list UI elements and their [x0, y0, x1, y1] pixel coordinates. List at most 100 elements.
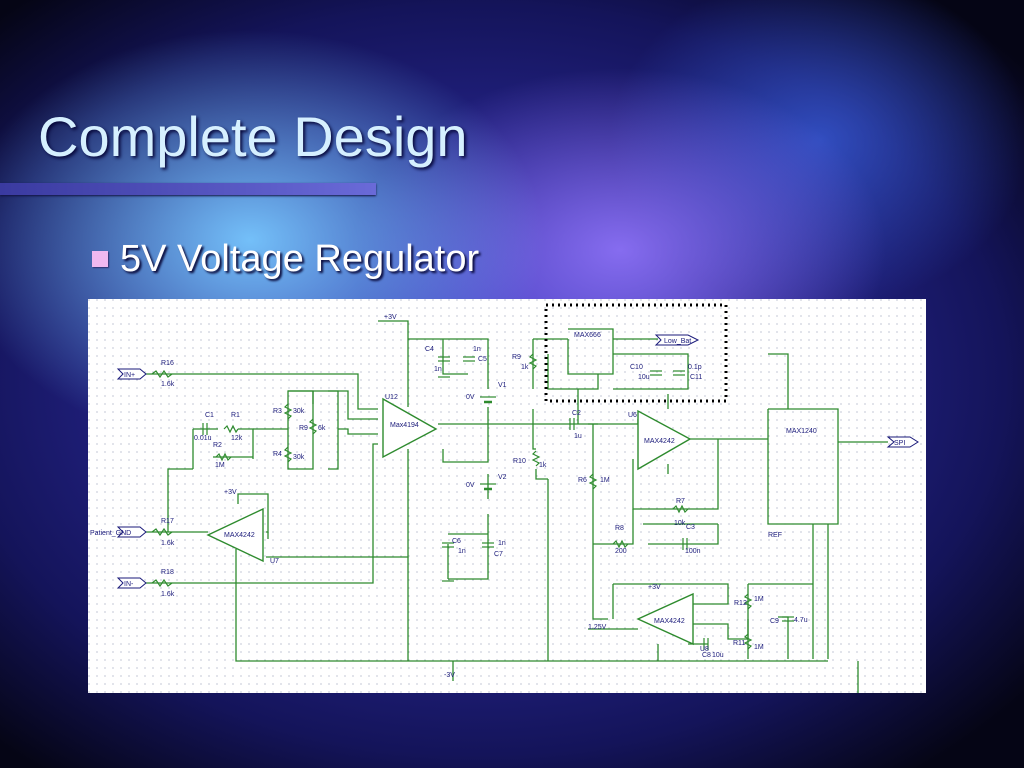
label-r17: R17	[161, 518, 174, 525]
label-r12-val: 1M	[754, 596, 764, 603]
resistor-r8	[612, 539, 629, 549]
capacitor-c2	[569, 418, 575, 430]
label-v2: V2	[498, 474, 507, 481]
label-r9-6k: R9	[299, 425, 308, 432]
port-spi-icon	[886, 436, 919, 448]
port-patient-gnd-icon	[116, 526, 147, 538]
resistor-r10	[531, 450, 541, 467]
label-max4242-u8: MAX4242	[654, 618, 685, 625]
label-c5: C5	[478, 356, 487, 363]
label-r18-val: 1.6k	[161, 591, 175, 598]
label-r7-val: 10k	[674, 520, 686, 527]
label-c11: C11	[690, 374, 702, 381]
capacitor-c11	[673, 370, 685, 376]
label-in-minus: IN-	[124, 581, 134, 588]
label-c1: C1	[205, 412, 214, 419]
circuit-schematic: +3V -3V R16 1.6k R17 1.6k R18 1.6k C1 0.…	[88, 299, 926, 693]
opamp-u7	[206, 507, 264, 563]
label-r10-val: 1k	[539, 462, 547, 469]
label-r17-val: 1.6k	[161, 540, 175, 547]
label-max4242-u6: MAX4242	[644, 438, 675, 445]
resistor-r12	[743, 593, 753, 610]
opamp-u12	[382, 397, 438, 459]
resistor-r9-1k	[528, 353, 538, 370]
label-r4-val: 30k	[293, 454, 305, 461]
label-r18: R18	[161, 569, 174, 576]
label-1-25v: 1.25V	[588, 624, 607, 631]
label-c6-val: 1n	[458, 548, 466, 555]
capacitor-c7	[482, 542, 494, 548]
capacitor-c3	[682, 538, 688, 550]
resistor-r17	[151, 527, 173, 537]
label-c10: C10	[630, 364, 643, 371]
label-u6: U6	[628, 412, 637, 419]
resistor-r1	[223, 424, 239, 434]
label-r1: R1	[231, 412, 240, 419]
label-lowbat: Low_Bat	[664, 338, 691, 345]
capacitor-c5	[463, 356, 475, 362]
label-u8: U8	[700, 646, 709, 653]
label-c3: C3	[686, 524, 695, 531]
capacitor-c1	[202, 423, 208, 435]
capacitor-c4	[438, 356, 450, 362]
label-r10: R10	[513, 458, 526, 465]
label-c4: C4	[425, 346, 434, 353]
port-in-minus-icon	[116, 577, 147, 589]
schematic-svg: +3V -3V R16 1.6k R17 1.6k R18 1.6k C1 0.…	[88, 299, 926, 693]
label-c11-val: 0.1p	[688, 364, 702, 371]
label-r2-val: 1M	[215, 462, 225, 469]
label-plus3v-u8: +3V	[648, 584, 661, 591]
resistor-r2	[215, 452, 232, 462]
port-in-plus-icon	[116, 368, 147, 380]
grid-background	[88, 299, 926, 693]
capacitor-c10	[650, 370, 662, 376]
opamp-u8	[636, 592, 694, 646]
bullet-text: 5V Voltage Regulator	[120, 237, 480, 280]
label-v1-val: 0V	[466, 394, 475, 401]
label-v1: V1	[498, 382, 507, 389]
label-in-plus: IN+	[124, 372, 135, 379]
resistor-r7	[672, 504, 689, 514]
label-c7-val: 1n	[498, 540, 506, 547]
label-c9-val: 4.7u	[794, 617, 808, 624]
label-r3: R3	[273, 408, 282, 415]
capacitor-c6	[442, 542, 454, 548]
slide-title: Complete Design	[38, 105, 468, 168]
label-r3-val: 30k	[293, 408, 305, 415]
label-r4: R4	[273, 451, 282, 458]
label-r16-val: 1.6k	[161, 381, 175, 388]
label-r2: R2	[213, 442, 222, 449]
battery-v2	[480, 483, 496, 491]
label-spi: SPI	[894, 440, 905, 447]
bullet-square-icon	[92, 251, 108, 267]
label-r11: R11	[733, 640, 745, 647]
label-c4-val: 1n	[434, 366, 442, 373]
bullet-item: 5V Voltage Regulator	[92, 234, 479, 284]
label-r8-val: 200	[615, 548, 627, 555]
title-underline	[0, 183, 376, 195]
label-minus3v: -3V	[444, 672, 455, 679]
label-c5-val: 1n	[473, 346, 481, 353]
label-r6: R6	[578, 477, 587, 484]
battery-v1	[480, 396, 496, 404]
label-r9-1k-val: 1k	[521, 364, 529, 371]
label-c10-val: 10u	[638, 374, 650, 381]
label-max666: MAX666	[574, 332, 601, 339]
label-ref: REF	[768, 532, 782, 539]
label-c2-val: 1u	[574, 433, 582, 440]
label-u12: U12	[385, 394, 398, 401]
capacitor-c9	[782, 616, 794, 622]
label-c7: C7	[494, 551, 503, 558]
highlight-box-max666	[544, 303, 728, 403]
label-c8-val: 10u	[712, 652, 724, 659]
label-c2: C2	[572, 410, 581, 417]
opamp-u6	[637, 409, 692, 471]
label-r9-1k: R9	[512, 354, 521, 361]
label-c8: C8	[702, 652, 711, 659]
resistor-r9-6k	[308, 418, 318, 435]
resistor-r4	[283, 446, 293, 463]
label-max4242-u7: MAX4242	[224, 532, 255, 539]
label-r16: R16	[161, 360, 174, 367]
wires	[146, 320, 888, 693]
label-r1-val: 12k	[231, 435, 243, 442]
